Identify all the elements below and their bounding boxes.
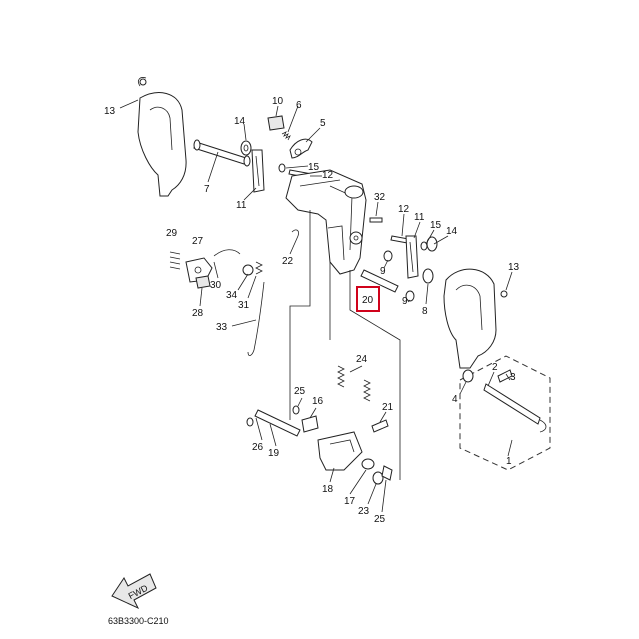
part-label-25[interactable]: 25 — [374, 514, 386, 525]
part-label-26[interactable]: 26 — [252, 442, 264, 453]
part-label-17[interactable]: 17 — [344, 496, 356, 507]
part-20-highlight — [356, 286, 380, 312]
part-label-21[interactable]: 21 — [382, 402, 394, 413]
part-label-7[interactable]: 7 — [204, 184, 210, 195]
part-label-14[interactable]: 14 — [446, 226, 458, 237]
part-label-11[interactable]: 11 — [236, 200, 247, 211]
part-label-28[interactable]: 28 — [192, 308, 204, 319]
part-label-32[interactable]: 32 — [374, 192, 386, 203]
part-label-15[interactable]: 15 — [308, 162, 320, 173]
part-label-33[interactable]: 33 — [216, 322, 228, 333]
fwd-arrow-icon — [111, 573, 157, 610]
part-label-2[interactable]: 2 — [492, 362, 498, 373]
part-label-12[interactable]: 12 — [322, 170, 334, 181]
part-label-31[interactable]: 31 — [238, 300, 250, 311]
part-label-19[interactable]: 19 — [268, 448, 280, 459]
part-label-27[interactable]: 27 — [192, 236, 204, 247]
part-label-23[interactable]: 23 — [358, 506, 370, 517]
part-label-18[interactable]: 18 — [322, 484, 334, 495]
part-label-16[interactable]: 16 — [312, 396, 324, 407]
part-labels: 13 14 10 6 5 7 11 15 12 32 12 11 15 14 2… — [104, 96, 520, 525]
part-label-13[interactable]: 13 — [508, 262, 520, 273]
part-label-14[interactable]: 14 — [234, 116, 246, 127]
part-label-22[interactable]: 22 — [282, 256, 294, 267]
part-label-12[interactable]: 12 — [398, 204, 410, 215]
diagram-artwork — [111, 77, 551, 610]
part-label-8[interactable]: 8 — [422, 306, 428, 317]
part-label-9[interactable]: 9 — [380, 266, 386, 277]
part-label-29[interactable]: 29 — [166, 228, 178, 239]
part-label-24[interactable]: 24 — [356, 354, 368, 365]
part-label-10[interactable]: 10 — [272, 96, 284, 107]
part-label-9[interactable]: 9 — [402, 296, 408, 307]
part-label-34[interactable]: 34 — [226, 290, 238, 301]
diagram-code: 63B3300-C210 — [108, 616, 169, 626]
part-label-4[interactable]: 4 — [452, 394, 458, 405]
part-label-11[interactable]: 11 — [414, 212, 425, 223]
part-label-20[interactable]: 20 — [362, 295, 374, 306]
part-label-25[interactable]: 25 — [294, 386, 306, 397]
part-label-13[interactable]: 13 — [104, 106, 116, 117]
part-label-1[interactable]: 1 — [506, 456, 512, 467]
part-label-6[interactable]: 6 — [296, 100, 302, 111]
part-label-3[interactable]: 3 — [510, 372, 516, 383]
part-label-30[interactable]: 30 — [210, 280, 222, 291]
leader-lines — [119, 99, 513, 513]
part-label-5[interactable]: 5 — [320, 118, 326, 129]
part-label-15[interactable]: 15 — [430, 220, 442, 231]
